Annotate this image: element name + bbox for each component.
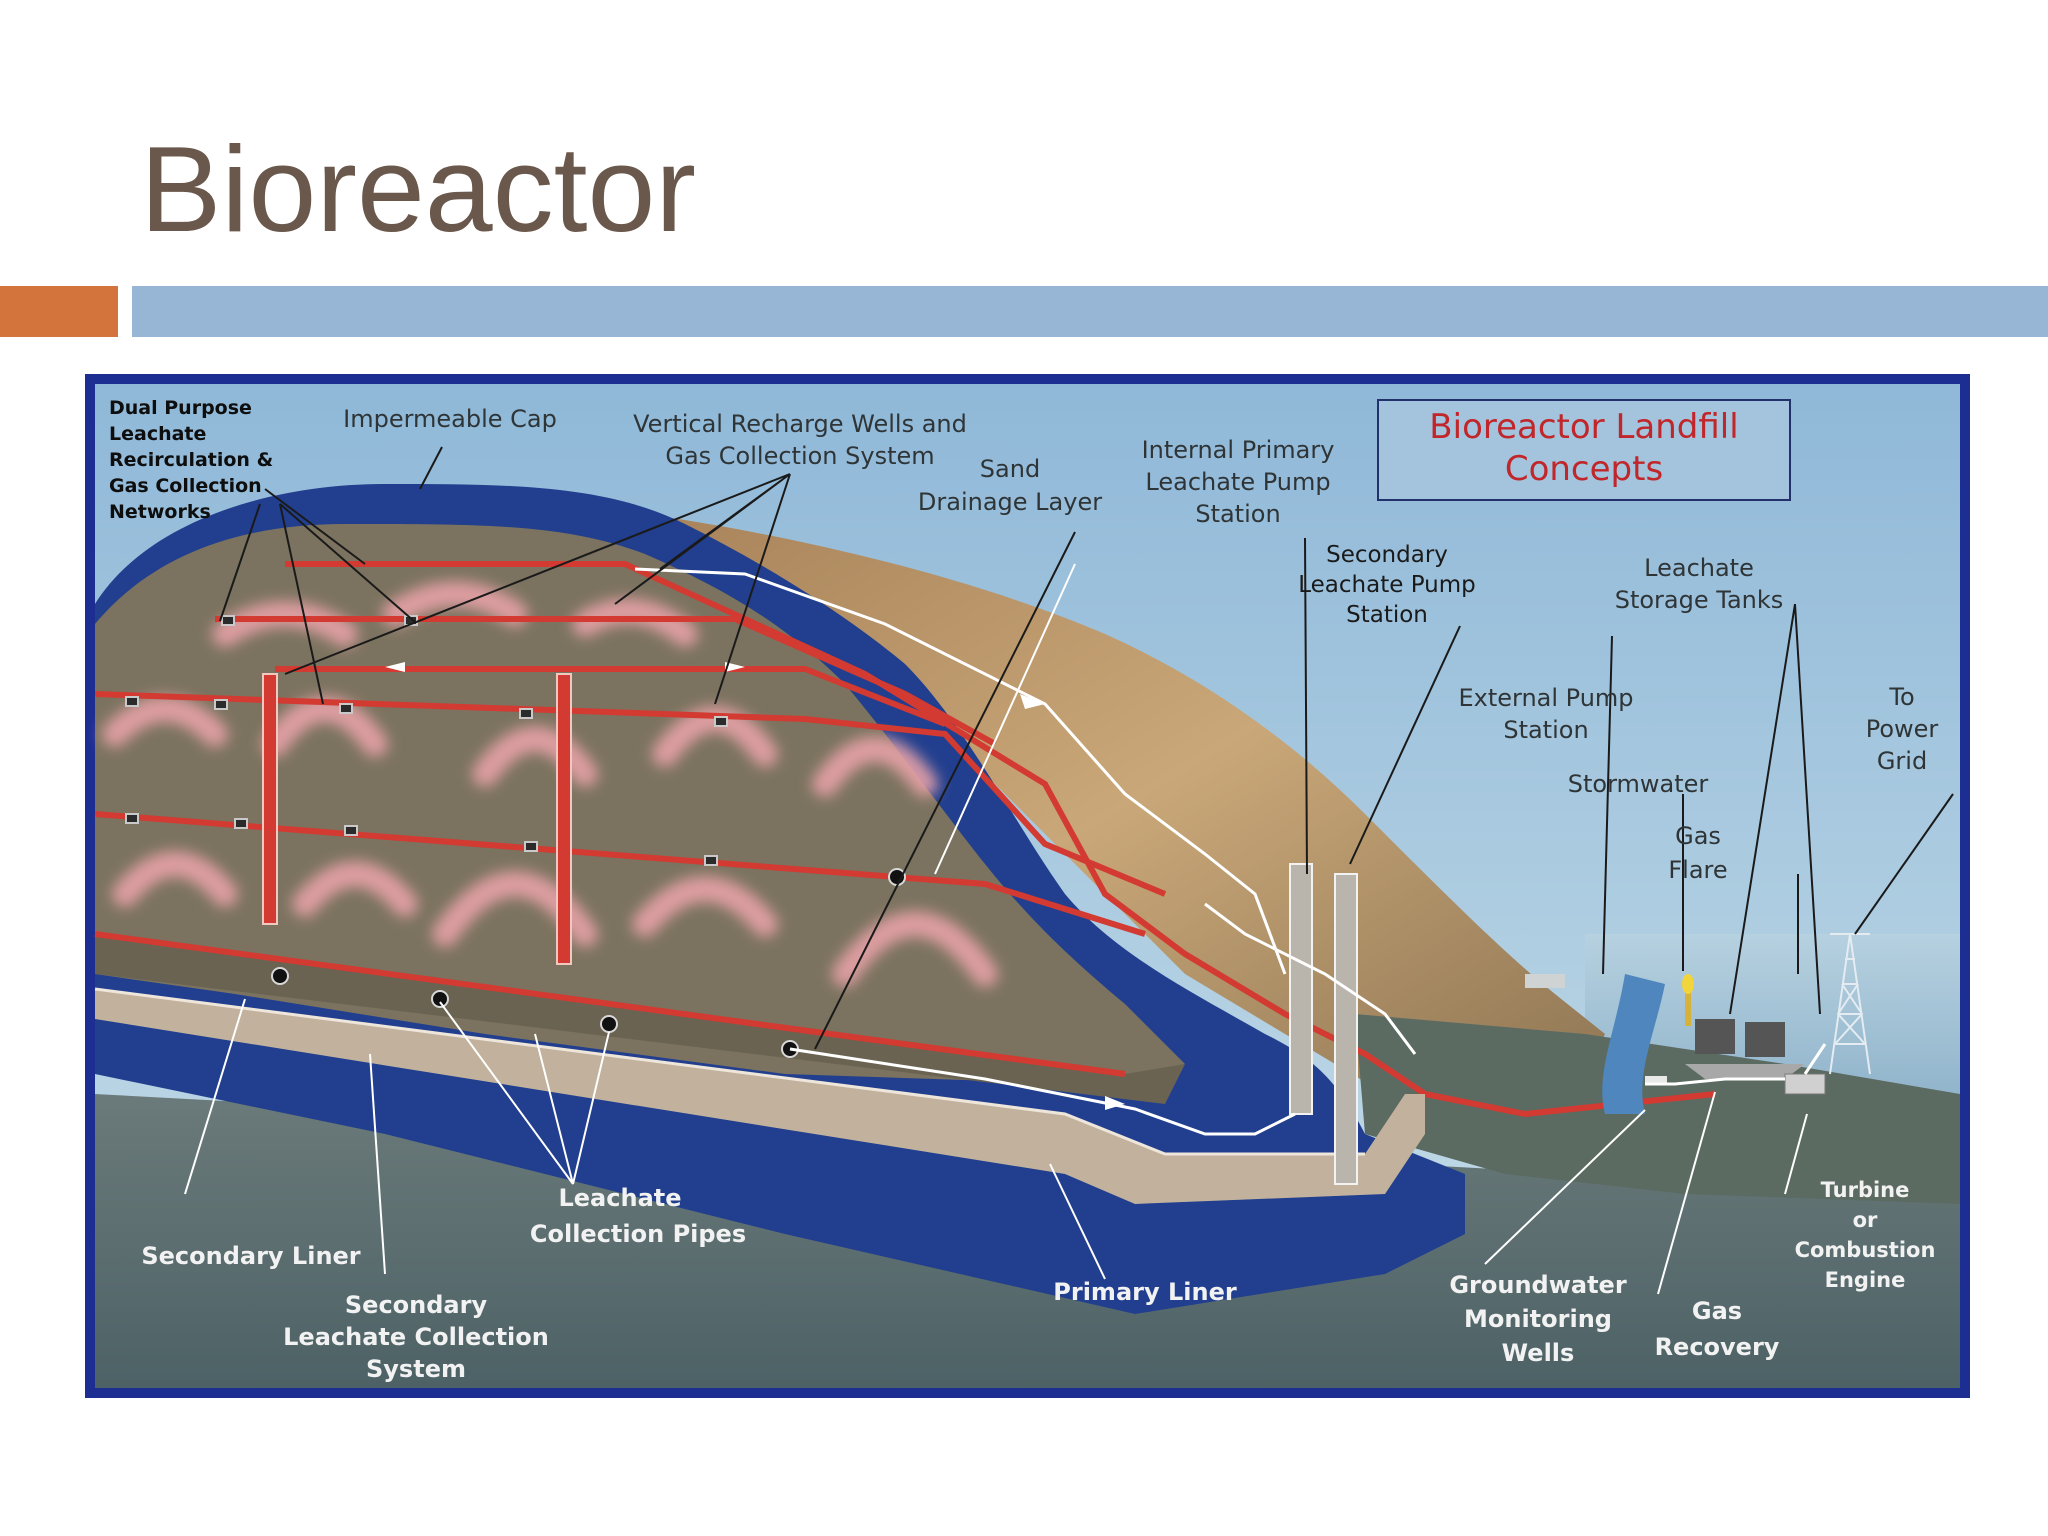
lower-terrain — [1355, 1014, 1960, 1204]
external-pump-label: External Pump Station — [1458, 684, 1633, 744]
svg-text:Drainage Layer: Drainage Layer — [918, 488, 1102, 516]
title-underline-bar — [132, 286, 2048, 337]
svg-text:Combustion: Combustion — [1795, 1238, 1936, 1262]
svg-text:Dual Purpose: Dual Purpose — [109, 397, 252, 419]
external-pump-station — [1525, 974, 1565, 988]
svg-text:Gas: Gas — [1675, 822, 1721, 850]
secondary-pump-column — [1334, 873, 1358, 1185]
to-power-grid-label: To Power Grid — [1866, 683, 1939, 775]
gas-flare — [1685, 986, 1691, 1026]
dual-purpose-label: Dual Purpose Leachate Recirculation & Ga… — [109, 397, 273, 523]
svg-text:Station: Station — [1346, 602, 1428, 628]
power-grid-tower — [1829, 933, 1871, 1075]
svg-text:Gas Collection System: Gas Collection System — [665, 442, 934, 470]
svg-text:Leachate Collection: Leachate Collection — [283, 1323, 549, 1351]
waste-body — [95, 524, 1185, 1084]
svg-text:Engine: Engine — [1825, 1268, 1906, 1292]
svg-text:Flare: Flare — [1668, 856, 1727, 884]
vertical-recharge-well — [556, 673, 572, 965]
leachate-flow-lines — [634, 567, 1827, 1136]
svg-text:Station: Station — [1503, 716, 1588, 744]
svg-text:Secondary: Secondary — [1326, 542, 1448, 568]
svg-text:Wells: Wells — [1502, 1339, 1575, 1367]
flow-arrows — [385, 662, 1125, 1110]
svg-text:Gas: Gas — [1692, 1297, 1742, 1325]
vertical-wells-label: Vertical Recharge Wells and Gas Collecti… — [633, 410, 967, 470]
secondary-liner-label: Secondary Liner — [141, 1242, 360, 1270]
secondary-pump-label: Secondary Leachate Pump Station — [1298, 542, 1476, 628]
label-leader-lines-light — [184, 563, 1808, 1295]
svg-text:Networks: Networks — [109, 501, 211, 523]
stormwater-label: Stormwater — [1568, 770, 1709, 798]
diagram-title-line2: Concepts — [1505, 449, 1663, 489]
svg-text:Grid: Grid — [1877, 747, 1927, 775]
label-leader-lines — [219, 446, 1954, 1050]
svg-text:Gas Collection: Gas Collection — [109, 475, 262, 497]
moisture-plumes — [102, 581, 998, 987]
diagram-title: Bioreactor Landfill — [1429, 407, 1738, 447]
svg-text:Vertical Recharge Wells and: Vertical Recharge Wells and — [633, 410, 967, 438]
svg-text:Station: Station — [1195, 500, 1280, 528]
sand-drainage-label: Sand Drainage Layer — [918, 455, 1102, 516]
storage-tank — [1695, 1019, 1735, 1054]
pipe-markers — [125, 615, 728, 866]
leachate-storage-label: Leachate Storage Tanks — [1615, 554, 1784, 614]
stormwater-channel — [1602, 974, 1665, 1114]
svg-text:Leachate Pump: Leachate Pump — [1298, 572, 1476, 598]
impermeable-cap-label: Impermeable Cap — [343, 405, 557, 433]
svg-text:System: System — [366, 1355, 466, 1383]
svg-text:Groundwater: Groundwater — [1449, 1271, 1626, 1299]
turbine-label: Turbine or Combustion Engine — [1795, 1178, 1936, 1292]
bioreactor-landfill-diagram: Bioreactor Landfill Concepts Dual Purpos… — [85, 374, 1970, 1398]
turbine-engine — [1784, 1073, 1826, 1095]
internal-pump-column — [1289, 863, 1313, 1115]
svg-text:To: To — [1888, 683, 1914, 711]
gas-flare-label: Gas Flare — [1668, 822, 1727, 884]
svg-text:Recovery: Recovery — [1655, 1333, 1780, 1361]
svg-text:External Pump: External Pump — [1458, 684, 1633, 712]
internal-pump-label: Internal Primary Leachate Pump Station — [1142, 436, 1335, 528]
primary-liner-label: Primary Liner — [1053, 1278, 1237, 1306]
svg-text:Turbine: Turbine — [1821, 1178, 1910, 1202]
svg-text:Storage Tanks: Storage Tanks — [1615, 586, 1784, 614]
svg-text:Internal Primary: Internal Primary — [1142, 436, 1335, 464]
flare-flame — [1682, 974, 1694, 994]
svg-text:Monitoring: Monitoring — [1464, 1305, 1612, 1333]
svg-text:Collection Pipes: Collection Pipes — [530, 1220, 746, 1248]
waste-base — [95, 934, 1185, 1104]
svg-text:Leachate: Leachate — [1644, 554, 1754, 582]
svg-text:Recirculation &: Recirculation & — [109, 449, 273, 471]
gas-recovery-label: Gas Recovery — [1655, 1297, 1780, 1361]
leachate-pipes-label: Leachate Collection Pipes — [530, 1184, 746, 1248]
svg-text:Secondary: Secondary — [345, 1291, 488, 1319]
primary-liner — [95, 989, 1425, 1204]
storage-tank — [1745, 1022, 1785, 1057]
svg-text:Leachate: Leachate — [558, 1184, 681, 1212]
vertical-recharge-well — [262, 673, 278, 925]
svg-text:Leachate Pump: Leachate Pump — [1145, 468, 1330, 496]
svg-text:Leachate: Leachate — [109, 423, 206, 445]
secondary-collection-label: Secondary Leachate Collection System — [283, 1291, 549, 1383]
svg-text:Power: Power — [1866, 715, 1939, 743]
diagram-title-box — [1377, 399, 1791, 501]
accent-bar — [0, 286, 118, 337]
svg-text:Sand: Sand — [980, 455, 1040, 483]
groundwater-wells-label: Groundwater Monitoring Wells — [1449, 1271, 1626, 1367]
slide-title: Bioreactor — [140, 121, 697, 257]
svg-text:or: or — [1853, 1208, 1878, 1232]
